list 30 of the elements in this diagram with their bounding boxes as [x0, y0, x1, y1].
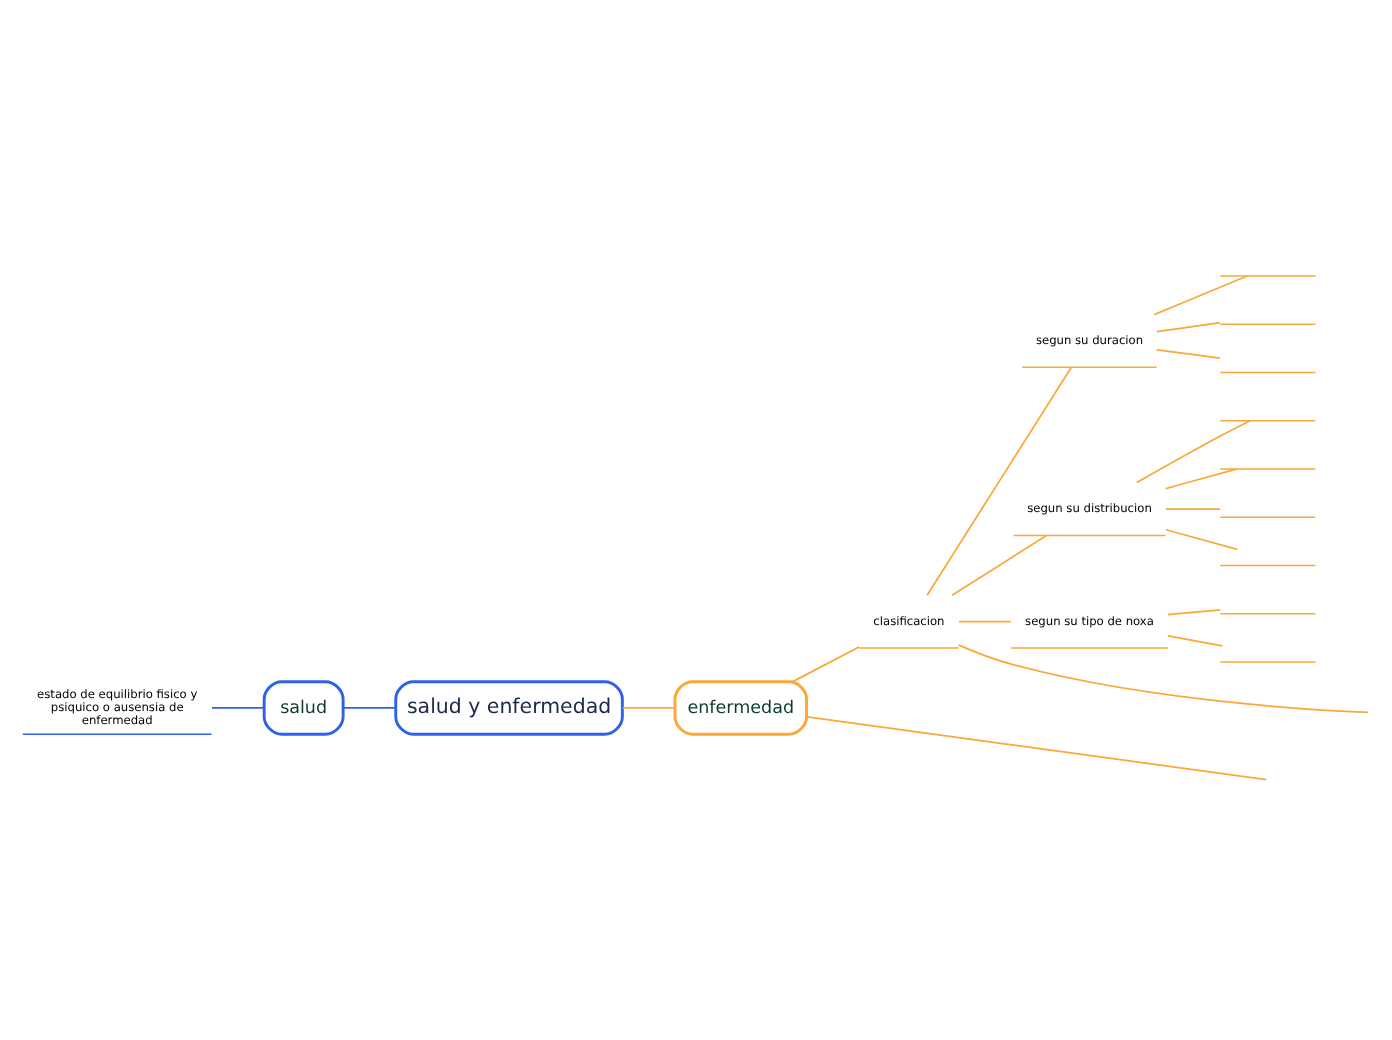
node-bar	[1219, 468, 1317, 470]
connector	[926, 366, 1073, 597]
connector	[1155, 321, 1221, 333]
connector	[1165, 528, 1238, 551]
node-box: salud y enfermedad	[394, 680, 624, 736]
connector	[211, 707, 265, 709]
node-bar	[1219, 516, 1317, 518]
connector	[806, 715, 1268, 781]
connector	[1167, 609, 1222, 616]
connector	[1165, 468, 1238, 490]
node-bar	[1219, 612, 1317, 615]
node-bar	[1219, 419, 1317, 422]
node-bar	[1219, 323, 1317, 325]
connector	[1165, 508, 1222, 510]
node-bar	[1219, 564, 1317, 567]
connector	[957, 644, 1369, 714]
connector	[1135, 419, 1251, 484]
node-bar	[1219, 661, 1317, 663]
connector	[951, 534, 1047, 597]
node-bar	[1219, 275, 1317, 277]
connector	[1167, 634, 1224, 647]
connector	[1153, 275, 1248, 316]
connector	[791, 646, 860, 683]
connector	[1155, 348, 1221, 360]
node-box: salud	[262, 680, 345, 736]
connector	[342, 707, 397, 709]
connector	[622, 707, 676, 709]
node-box: enfermedad	[673, 680, 809, 736]
connector	[958, 620, 1012, 623]
node-bar	[1219, 371, 1317, 374]
